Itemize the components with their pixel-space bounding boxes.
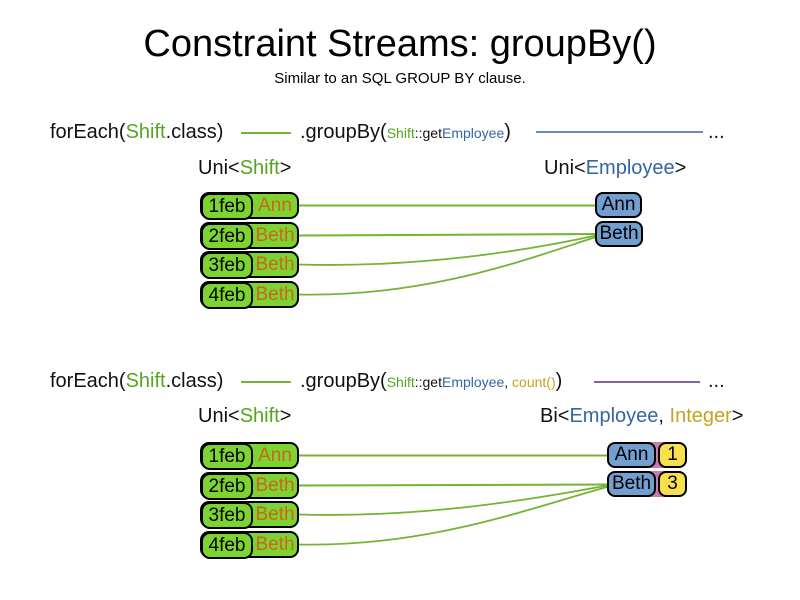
label-integer: Integer [669, 405, 732, 427]
employee-cell: Beth [255, 283, 295, 305]
label-text: Uni< [198, 157, 240, 179]
code1-blue-connector [536, 131, 703, 133]
output-box-beth: Beth [607, 471, 656, 497]
date-cell: 4feb [201, 532, 253, 559]
code1-groupby-open: .groupBy( [300, 121, 387, 143]
code2-groupby-close: ) [555, 370, 563, 392]
label-text: Uni< [198, 405, 240, 427]
code2-groupby: .groupBy(Shift::getEmployee, count()) [300, 367, 562, 396]
date-cell: 1feb [201, 193, 253, 220]
label-close: > [674, 157, 687, 179]
label-close: > [279, 405, 292, 427]
code2-arg-count: count() [512, 374, 556, 390]
code1-groupby: .groupBy(Shift::getEmployee) [300, 118, 511, 147]
wire2-4feb-beth [298, 486, 608, 546]
label-comma: , [658, 405, 670, 427]
date-cell: 3feb [201, 502, 253, 529]
code2-ellipsis: ... [708, 370, 725, 392]
label-shift: Shift [239, 157, 280, 179]
count-box-ann: 1 [658, 442, 687, 468]
output-box-beth: Beth [595, 221, 643, 247]
bi-employee-integer-label: Bi<Employee, Integer> [540, 404, 743, 428]
code2-arg-shift: Shift [386, 374, 415, 390]
wire2-2feb-beth [298, 483, 608, 487]
table-row: 1feb Ann [200, 442, 299, 470]
table-row: 2feb Beth [200, 222, 299, 250]
code2-green-connector [241, 381, 291, 383]
code2-purple-connector [594, 381, 700, 383]
date-cell: 1feb [201, 443, 253, 470]
code1-dot-class: .class) [165, 121, 224, 143]
uni-shift-label-2: Uni<Shift> [198, 404, 291, 428]
code1-shift-class: Shift [125, 121, 166, 143]
code2-foreach: forEach(Shift.class) [50, 367, 223, 395]
code2-foreach-open: forEach( [50, 370, 126, 392]
table-row: 3feb Beth [200, 501, 299, 529]
page-subtitle: Similar to an SQL GROUP BY clause. [274, 70, 526, 87]
code1-groupby-close: ) [504, 121, 511, 143]
table-row: 1feb Ann [200, 192, 299, 220]
label-employee: Employee [569, 405, 659, 427]
code2-groupby-open: .groupBy( [300, 370, 387, 392]
label-close: > [731, 405, 744, 427]
table-row: 3feb Beth [200, 251, 299, 279]
code-line-1: forEach(Shift.class) .groupBy(Shift::get… [0, 118, 800, 146]
date-cell: 4feb [201, 282, 253, 309]
code1-foreach-open: forEach( [50, 121, 126, 143]
label-employee: Employee [585, 157, 675, 179]
date-cell: 2feb [201, 473, 253, 500]
code1-arg-shift: Shift [386, 125, 415, 141]
uni-employee-label: Uni<Employee> [544, 156, 686, 180]
table-row: 4feb Beth [200, 281, 299, 309]
employee-cell: Beth [255, 503, 295, 525]
uni-shift-label-1: Uni<Shift> [198, 156, 291, 180]
employee-cell: Beth [255, 224, 295, 246]
wire2-3feb-beth [298, 484, 608, 516]
page-title: Constraint Streams: groupBy() [143, 23, 657, 65]
code1-ellipsis: ... [708, 121, 725, 143]
employee-cell: Beth [255, 253, 295, 275]
code2-comma: , [504, 374, 513, 390]
count-box-beth: 3 [658, 471, 687, 497]
label-text: Uni< [544, 157, 586, 179]
table-row: 4feb Beth [200, 531, 299, 559]
output-box-ann: Ann [595, 192, 642, 218]
label-shift: Shift [239, 405, 280, 427]
code1-arg-employee: Employee [441, 125, 505, 141]
date-cell: 2feb [201, 223, 253, 250]
wire-2feb-beth [298, 233, 597, 237]
code2-shift-class: Shift [125, 370, 166, 392]
employee-cell: Ann [258, 444, 292, 466]
label-close: > [279, 157, 292, 179]
wire-4feb-beth [298, 236, 597, 296]
code2-dot-class: .class) [165, 370, 224, 392]
employee-cell: Beth [255, 533, 295, 555]
code2-arg-getter: ::get [414, 374, 442, 390]
code-line-2: forEach(Shift.class) .groupBy(Shift::get… [0, 367, 800, 395]
code1-arg-getter: ::get [414, 125, 442, 141]
wire-3feb-beth [298, 234, 597, 266]
code1-green-connector [241, 132, 291, 134]
employee-cell: Beth [255, 474, 295, 496]
output-box-ann: Ann [607, 442, 656, 468]
employee-cell: Ann [258, 194, 292, 216]
table-row: 2feb Beth [200, 472, 299, 500]
date-cell: 3feb [201, 252, 253, 279]
label-text: Bi< [540, 405, 570, 427]
code2-arg-employee: Employee [441, 374, 505, 390]
code1-foreach: forEach(Shift.class) [50, 118, 223, 146]
